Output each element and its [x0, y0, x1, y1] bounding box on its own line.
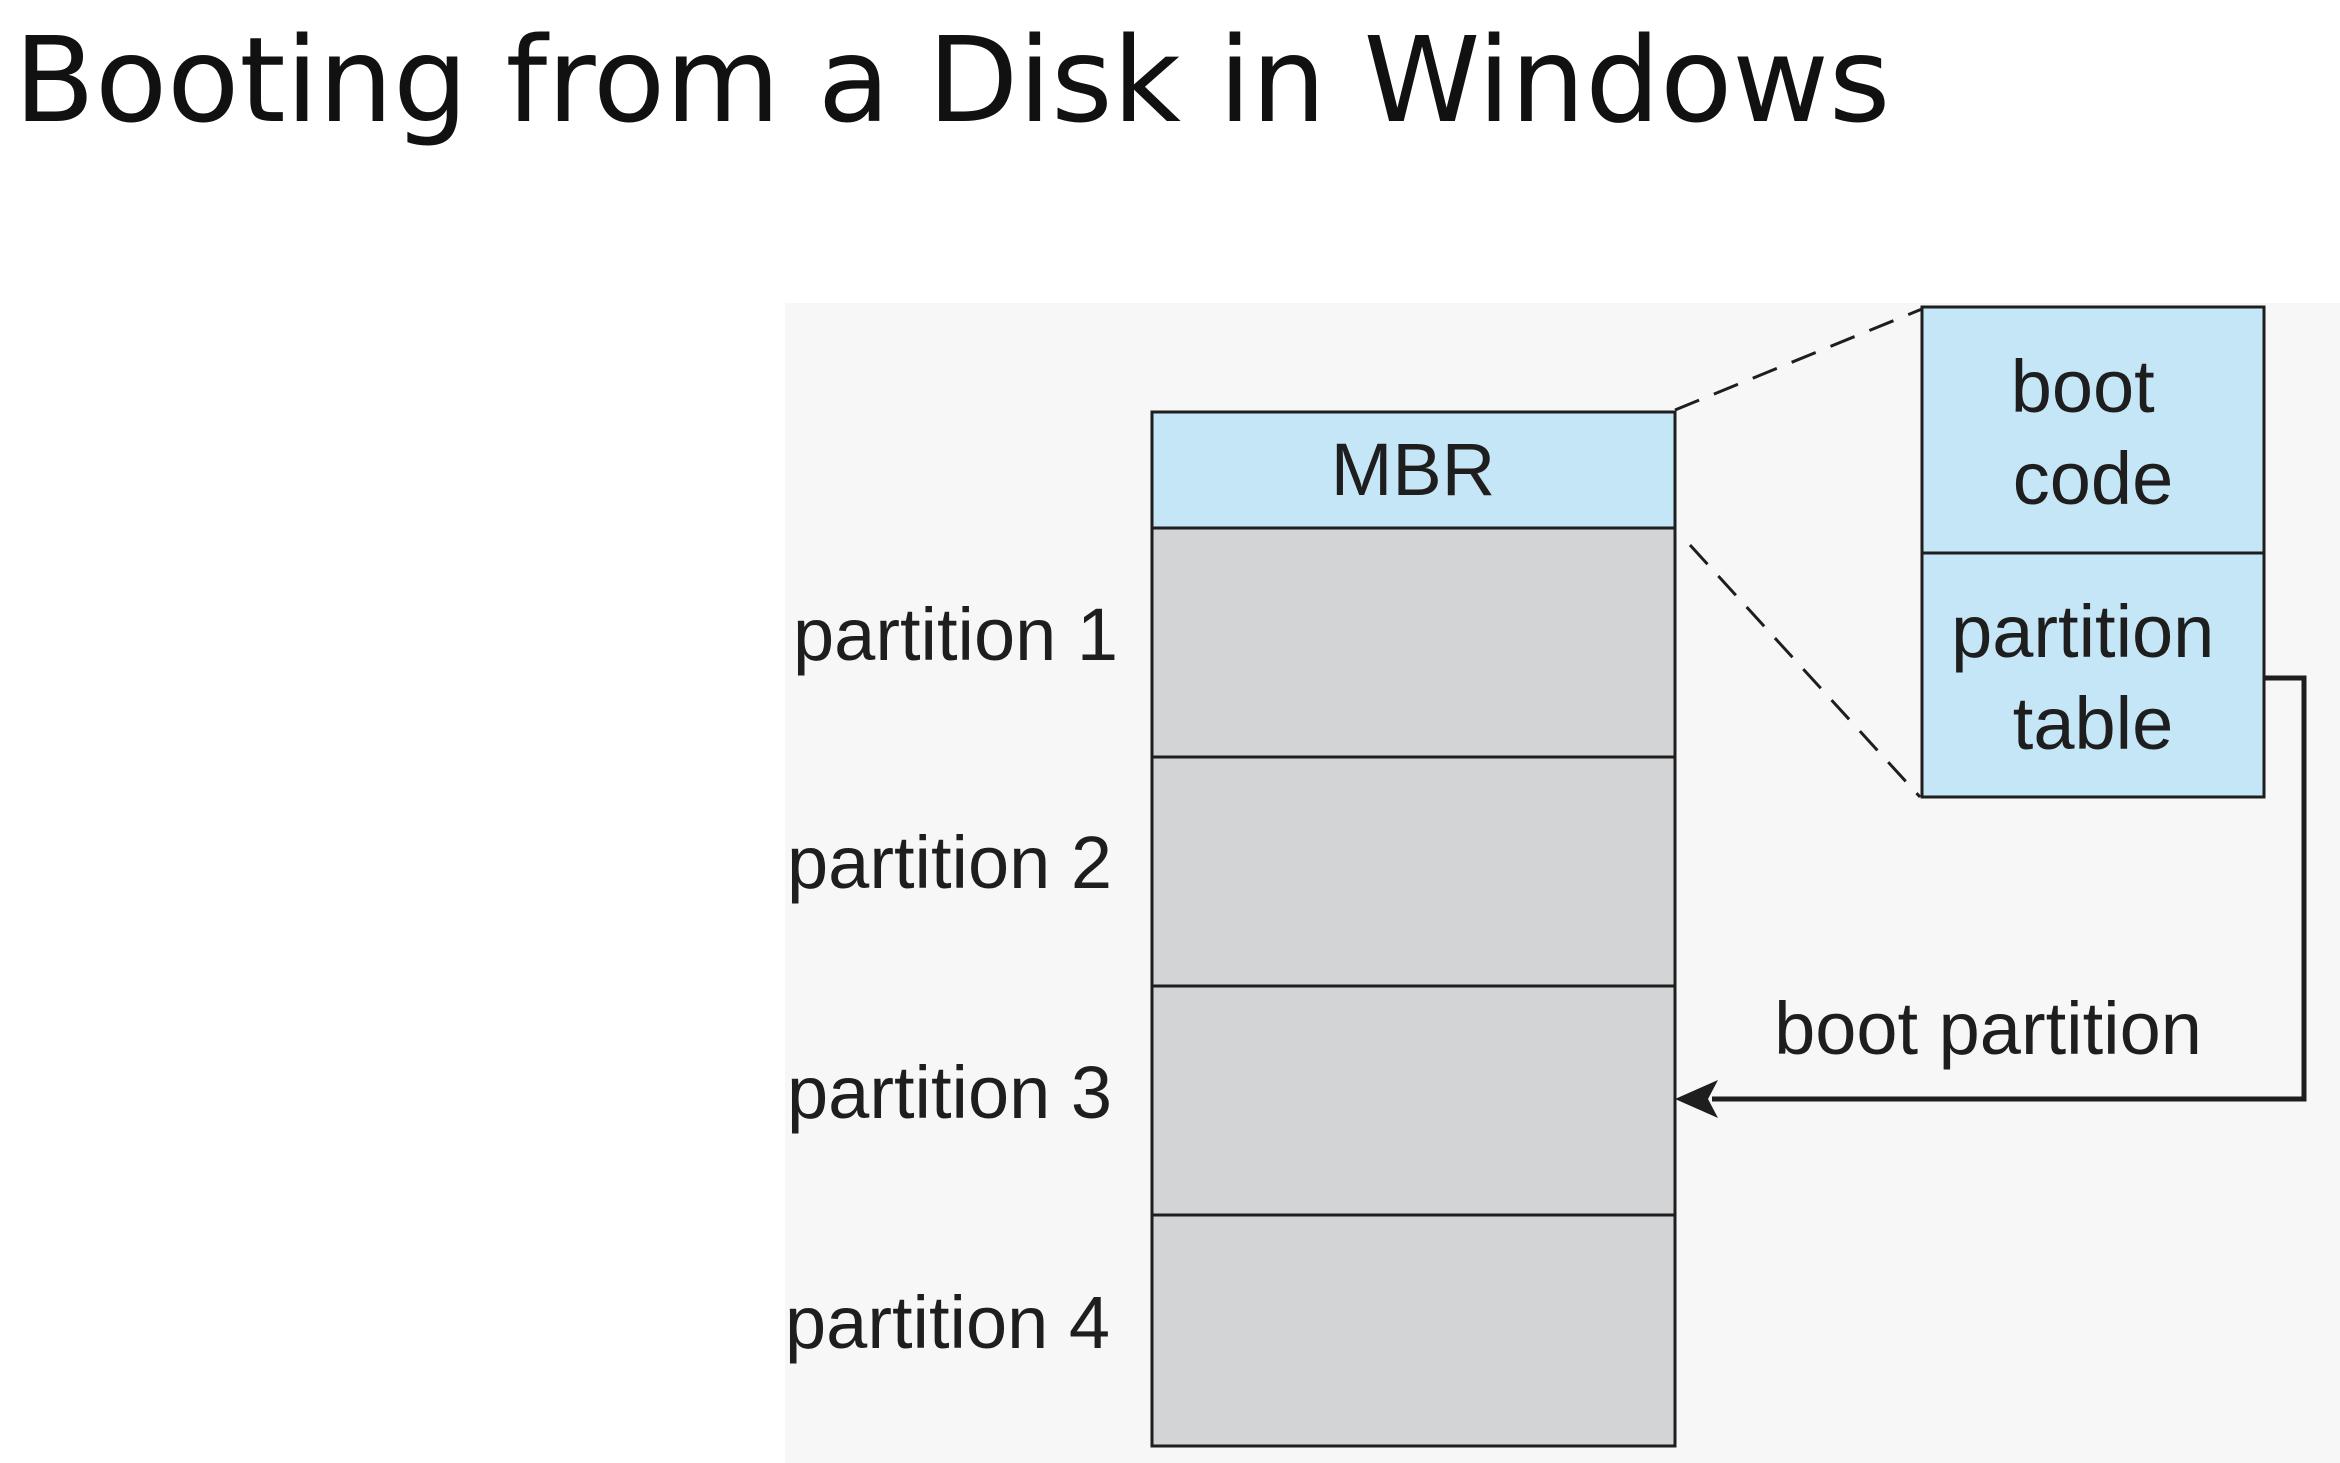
boot-code-line-2: code [2013, 437, 2173, 520]
expansion-line-top [1674, 307, 1923, 412]
expansion-line-bottom [1688, 543, 1922, 799]
partition-2-block[interactable] [1150, 755, 1677, 988]
partition-table-label: partition table [1951, 590, 2235, 765]
partition-label-3: partition 3 [787, 1051, 1112, 1134]
partition-3-block[interactable] [1150, 984, 1677, 1217]
mbr-label: MBR [1331, 428, 1495, 511]
partition-label-4: partition 4 [785, 1281, 1110, 1364]
arrowhead-icon [1675, 1080, 1718, 1118]
boot-code-block[interactable] [1920, 305, 2266, 555]
partition-table-block[interactable] [1920, 551, 2266, 799]
partition-table-line-1: partition [1951, 590, 2214, 673]
boot-code-label: boot code [2011, 345, 2176, 520]
boot-code-line-1: boot [2011, 345, 2155, 428]
slide-title: Booting from a Disk in Windows [14, 11, 1891, 149]
partition-label-1: partition 1 [793, 593, 1118, 676]
partition-label-2: partition 2 [787, 821, 1112, 904]
partition-table-line-2: table [2013, 682, 2173, 765]
partition-1-block[interactable] [1150, 526, 1677, 759]
partition-4-block[interactable] [1150, 1213, 1677, 1448]
boot-partition-label: boot partition [1774, 987, 2202, 1070]
boot-partition-connector [1712, 675, 2307, 1102]
